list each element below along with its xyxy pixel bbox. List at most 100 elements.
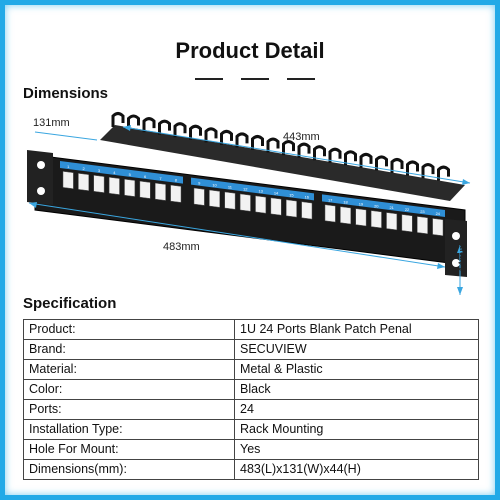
cable-hook <box>375 155 388 171</box>
spec-value: Rack Mounting <box>234 419 479 440</box>
keystone-port <box>93 175 105 193</box>
keystone-port <box>355 208 367 227</box>
keystone-port <box>239 193 251 212</box>
cable-hook <box>282 140 295 156</box>
cable-management-bar <box>100 125 465 201</box>
cable-hook <box>158 119 171 135</box>
port-number-label: 2 <box>82 166 85 171</box>
keystone-port <box>155 182 166 201</box>
right-mount-hole-bottom <box>452 259 460 267</box>
spec-row: Ports:24 <box>23 399 479 420</box>
keystone-port <box>386 212 398 231</box>
cable-hook <box>437 165 450 181</box>
page-title: Product Detail <box>175 38 325 63</box>
cable-hook <box>297 142 311 158</box>
port-number-label: 23 <box>420 209 425 214</box>
port-number-label: 10 <box>212 183 217 188</box>
spec-row: Hole For Mount:Yes <box>23 439 479 460</box>
keystone-port <box>124 178 136 197</box>
keystone-port <box>78 173 89 191</box>
depth-label: 131mm <box>33 117 70 129</box>
dimensions-heading: Dimensions <box>23 85 109 102</box>
inner-width-label: 443mm <box>283 131 320 143</box>
spec-value: 483(L)x131(W)x44(H) <box>234 459 479 480</box>
spec-row: Dimensions(mm):483(L)x131(W)x44(H) <box>23 459 479 480</box>
cable-hook <box>359 152 373 168</box>
cable-hook <box>406 160 419 176</box>
port-number-label: 7 <box>159 176 162 181</box>
cable-hook <box>313 145 326 161</box>
left-rack-ear <box>27 150 53 205</box>
keystone-port <box>401 214 413 233</box>
spec-key: Brand: <box>23 339 235 360</box>
spec-value: Yes <box>234 439 479 460</box>
spec-key: Ports: <box>23 399 235 420</box>
port-number-label: 12 <box>243 187 248 192</box>
outer-width-dimension-line <box>28 202 446 268</box>
cable-hook <box>421 163 435 179</box>
outer-width-label: 483mm <box>163 241 200 253</box>
cable-hook <box>344 150 357 166</box>
cable-hook <box>235 132 249 148</box>
cable-hook <box>220 129 233 145</box>
spec-row: Brand:SECUVIEW <box>23 339 479 360</box>
port-number-label: 18 <box>343 199 348 204</box>
port-label-strip <box>322 194 445 217</box>
port-number-label: 16 <box>305 194 310 199</box>
cable-hooks <box>111 112 450 181</box>
keystone-port <box>370 210 382 229</box>
spec-value: Black <box>234 379 479 400</box>
cable-hook <box>189 124 202 140</box>
cable-hook <box>204 127 218 143</box>
cable-hook <box>173 122 187 138</box>
keystone-port <box>340 206 351 225</box>
spec-value: 1U 24 Ports Blank Patch Penal <box>234 319 479 340</box>
port-number-label: 17 <box>328 197 333 202</box>
port-number-label: 24 <box>436 211 441 216</box>
spec-key: Dimensions(mm): <box>23 459 235 480</box>
spec-key: Material: <box>23 359 235 380</box>
spec-key: Color: <box>23 379 235 400</box>
spec-row: Material:Metal & Plastic <box>23 359 479 380</box>
spec-value: Metal & Plastic <box>234 359 479 380</box>
port-number-label: 6 <box>144 174 147 179</box>
cable-hook <box>328 147 342 163</box>
keystone-port <box>224 191 236 210</box>
keystone-port <box>139 180 151 199</box>
port-number-label: 13 <box>258 189 263 194</box>
port-number-label: 15 <box>289 192 294 197</box>
spec-key: Installation Type: <box>23 419 235 440</box>
height-label: 44mm <box>457 242 469 273</box>
spec-row: Color:Black <box>23 379 479 400</box>
cable-hook <box>111 112 125 127</box>
inner-width-dimension-line <box>122 126 471 184</box>
right-mount-hole-top <box>452 232 460 240</box>
spec-row: Installation Type:Rack Mounting <box>23 419 479 440</box>
cable-hook <box>251 134 264 150</box>
spec-row: Product:1U 24 Ports Blank Patch Penal <box>23 319 479 340</box>
port-number-label: 1 <box>67 164 70 169</box>
port-number-label: 8 <box>175 178 178 183</box>
keystone-port <box>170 184 182 203</box>
spec-key: Hole For Mount: <box>23 439 235 460</box>
port-number-label: 21 <box>389 205 394 210</box>
port-number-label: 11 <box>228 185 233 190</box>
port-label-strip <box>191 177 314 201</box>
keystone-port <box>324 204 336 223</box>
port-number-label: 20 <box>374 203 379 208</box>
keystone-port <box>270 197 282 216</box>
port-number-label: 3 <box>98 168 101 173</box>
port-number-label: 22 <box>405 207 410 212</box>
keystone-port <box>286 199 297 218</box>
cable-hook <box>142 117 156 133</box>
left-mount-hole-bottom <box>37 187 45 195</box>
port-number-label: 14 <box>274 190 279 195</box>
spec-value: 24 <box>234 399 479 420</box>
cable-hook <box>127 114 140 130</box>
cable-hook <box>266 137 280 153</box>
depth-dimension-line <box>34 131 98 141</box>
